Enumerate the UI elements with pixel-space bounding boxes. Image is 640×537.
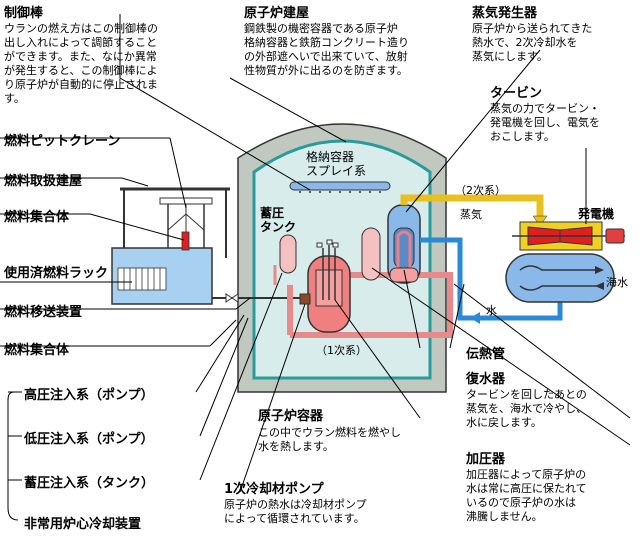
pressurizer-description: 加圧器によって原子炉の 水は常に高圧に保たれて いるので原子炉の水は 沸騰しませ… — [466, 468, 636, 524]
control-rod-description: ウランの燃え方はこの制御棒の 出し入れによって調節すること ができます。また、な… — [4, 22, 229, 106]
description-line: 水に戻します。 — [466, 416, 542, 429]
eccs-accumulator: 蓄圧注入系（タンク） — [24, 476, 155, 491]
description-line: 加圧器によって原子炉の — [466, 468, 587, 481]
reactor-vessel-description: この中でウラン燃料を燃やし 水を熱します。 — [258, 426, 458, 454]
eccs-group-label: 非常用炉心冷却装置 — [24, 517, 142, 532]
description-line: 格納容器と鉄筋コンクリート造り — [244, 36, 409, 49]
label-fuel-handling-building: 燃料取扱建屋 — [4, 174, 83, 189]
accumulator-tank — [279, 234, 297, 274]
label-generator: 発電機 — [578, 207, 615, 221]
containment-spray-header — [289, 181, 391, 193]
label-spent-fuel-rack: 使用済燃料ラック — [4, 266, 109, 281]
condenser — [505, 253, 615, 303]
description-line: 熱水で、2次冷却水を — [472, 36, 578, 49]
label-steam: 蒸気 — [460, 208, 482, 221]
eccs-high-pressure: 高圧注入系（ポンプ） — [24, 388, 154, 403]
pressurizer — [361, 227, 381, 281]
feedwater-line — [420, 237, 563, 321]
description-line: 蒸気を、海水で冷やし、 — [466, 402, 587, 415]
description-line: 原子炉から送られてきた — [472, 22, 593, 35]
description-line: ができます。また、なにか異常 — [4, 50, 157, 63]
label-seawater: 海水 — [606, 276, 628, 289]
label-line: タンク — [260, 220, 297, 234]
description-line: 原子炉の熱水は冷却材ポンプ — [224, 498, 367, 511]
label-line: 蓄圧 — [260, 206, 285, 220]
description-line: 蒸気の力でタービン・ — [490, 102, 600, 115]
primary-coolant-pump — [299, 293, 311, 305]
fuel-handling-building — [111, 187, 300, 305]
label-primary-system: （1次系） — [316, 344, 367, 357]
description-line: り原子炉が自動的に停止されま — [4, 78, 158, 91]
description-line: 出し入れによって調節すること — [4, 36, 158, 49]
label-water: 水 — [486, 304, 497, 317]
description-line: 発電機を回し、電気を — [490, 116, 600, 129]
water-flow-arrow — [470, 312, 480, 324]
turbine-title: タービン — [490, 86, 543, 101]
description-line: タービンを回したあとの — [466, 388, 587, 401]
description-line: 蒸気にします。 — [472, 50, 548, 63]
label-line: スプレイ系 — [306, 164, 367, 178]
steam-line — [400, 194, 544, 218]
reactor-building-description: 鋼鉄製の機密容器である原子炉 格納容器と鉄筋コンクリート造り の外部遮へいで出来… — [244, 22, 464, 78]
reactor-building-title: 原子炉建屋 — [244, 6, 310, 21]
steam-generator — [387, 204, 421, 284]
description-line: 水を熱します。 — [258, 440, 334, 453]
condenser-title: 復水器 — [466, 372, 506, 387]
reactor-vessel-title: 原子炉容器 — [258, 409, 324, 424]
control-rod-title: 制御棒 — [4, 6, 44, 21]
label-heat-transfer-tube: 伝熱管 — [466, 347, 506, 362]
description-line: によって循環されています。 — [224, 512, 365, 525]
reactor-vessel — [307, 239, 351, 333]
turbine-description: 蒸気の力でタービン・ 発電機を回し、電気を おこします。 — [490, 102, 635, 144]
label-fuel-assembly-top: 燃料集合体 — [4, 210, 70, 225]
primary-pump-description: 原子炉の熱水は冷却材ポンプ によって循環されています。 — [224, 498, 444, 526]
description-line: いるので原子炉の水は — [466, 496, 576, 509]
label-accumulator-tank: 蓄圧 タンク — [260, 206, 296, 234]
label-containment-spray: 格納容器 スプレイ系 — [306, 150, 366, 178]
condenser-description: タービンを回したあとの 蒸気を、海水で冷やし、 水に戻します。 — [466, 388, 636, 430]
description-line: す。 — [4, 92, 25, 105]
primary-pump-title: 1次冷却材ポンプ — [224, 482, 324, 497]
description-line: 沸騰しません。 — [466, 510, 543, 523]
description-line: 鋼鉄製の機密容器である原子炉 — [244, 22, 398, 35]
steam-generator-description: 原子炉から送られてきた 熱水で、2次冷却水を 蒸気にします。 — [472, 22, 637, 64]
label-fuel-transfer: 燃料移送装置 — [4, 305, 83, 320]
label-secondary-system: （2次系） — [455, 184, 506, 197]
description-line: この中でウラン燃料を燃やし — [258, 426, 401, 439]
description-line: 水は常に高圧に保たれて — [466, 482, 587, 495]
steam-flow-arrow — [532, 215, 548, 227]
steam-generator-title: 蒸気発生器 — [472, 6, 538, 21]
label-fuel-pit-crane: 燃料ピットクレーン — [4, 134, 121, 149]
label-fuel-assembly-bottom: 燃料集合体 — [4, 343, 70, 358]
description-line: が発生すると、この制御棒によ — [4, 64, 158, 77]
pressurizer-title: 加圧器 — [466, 452, 506, 467]
turbine-generator — [512, 221, 625, 251]
eccs-low-pressure: 低圧注入系（ポンプ） — [24, 432, 154, 447]
label-line: 格納容器 — [306, 150, 355, 164]
description-line: おこします。 — [490, 130, 555, 143]
description-line: の外部遮へいで出来ていて、放射 — [244, 50, 408, 63]
leader-lines — [0, 14, 631, 521]
description-line: ウランの燃え方はこの制御棒の — [4, 22, 158, 35]
description-line: 性物質が外に出るのを防ぎます。 — [244, 64, 408, 77]
